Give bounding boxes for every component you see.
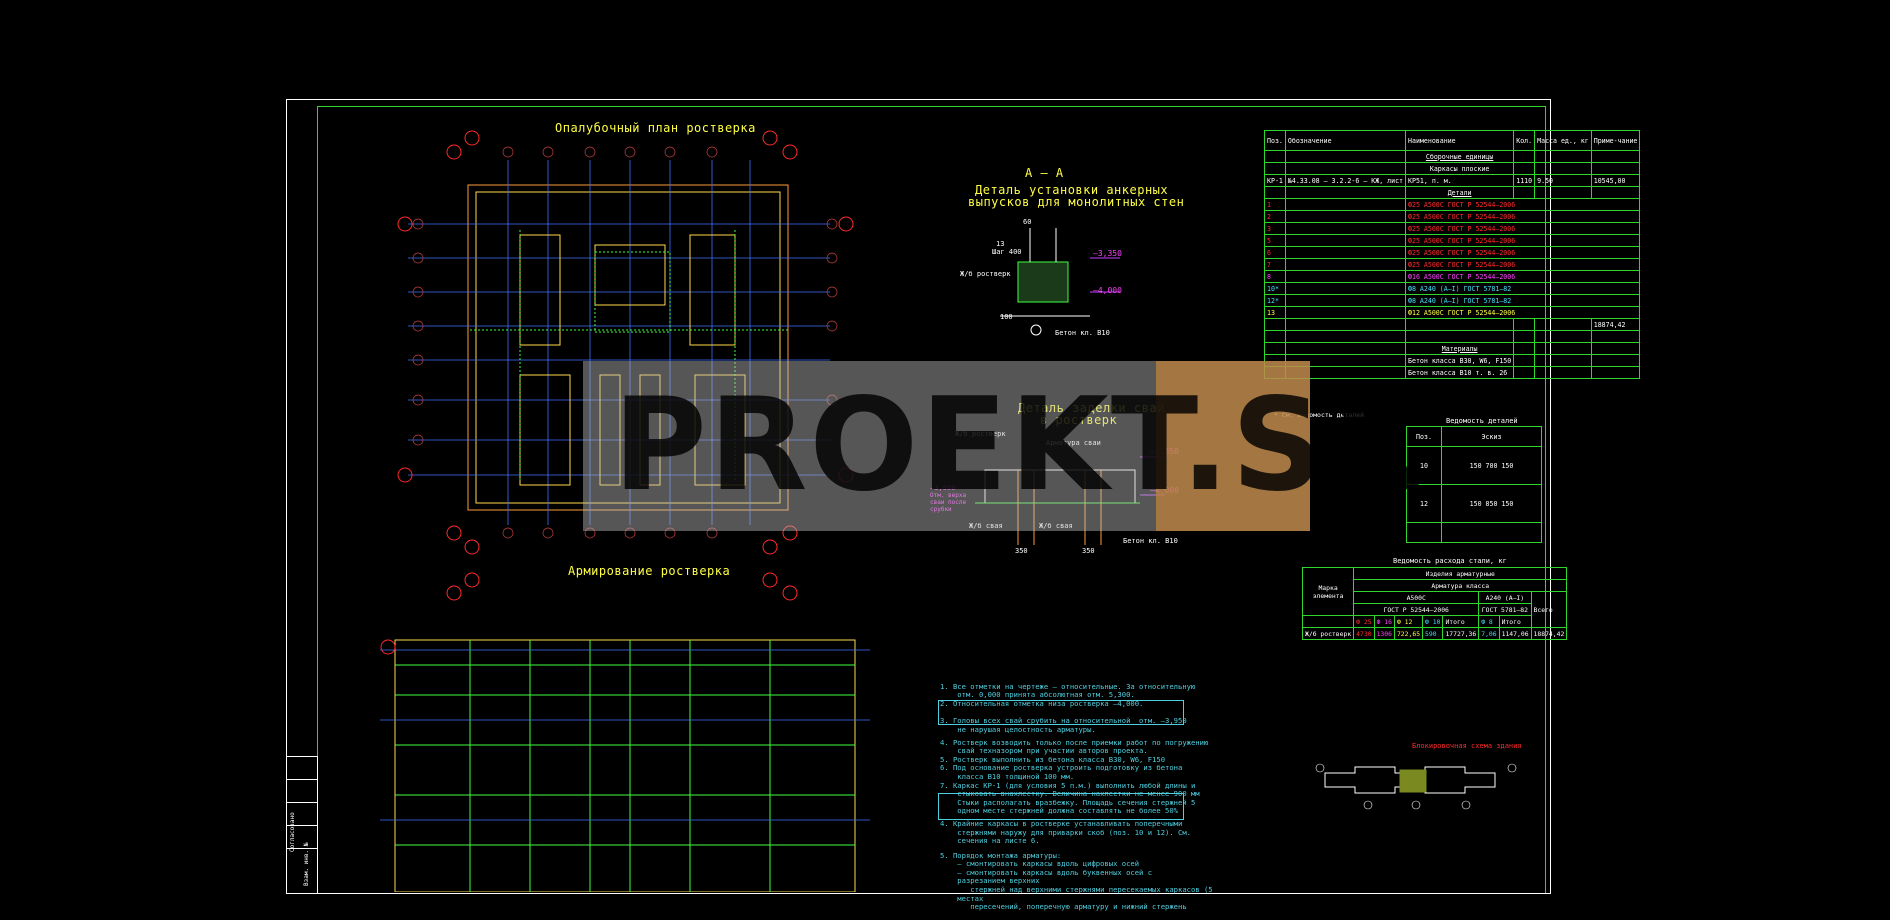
note-line: стыковать внахлестку. Величина нахлестки…	[940, 789, 1200, 799]
note-line: не нарушая целостность арматуры.	[940, 724, 1096, 734]
detail-anchor-title-1: Деталь установки анкерных	[975, 183, 1169, 197]
note-line: 5. Порядок монтажа арматуры:	[940, 850, 1062, 860]
building-scheme	[1315, 763, 1517, 810]
spec-row-kr1: КР-1 №4.33.08 – 3.2.2-6 – КЖ, лист КР51,…	[1264, 174, 1641, 187]
steel-diam-row: Ф 25 Ф 16 Ф 12 Ф 10 Итого Ф 8 Итого	[1301, 615, 1567, 628]
level-label-2: –4,000	[1093, 286, 1122, 295]
note-line: 5. Ростверк выполнить из бетона класса В…	[940, 754, 1166, 764]
note-line: пересечений, поперечную арматуру и нижни…	[940, 902, 1187, 912]
formwork-plan-title: Опалубочный план ростверка	[555, 121, 756, 135]
pile-detail	[975, 456, 1165, 545]
note-line: – смонтировать каркасы вдоль буквенных о…	[940, 867, 1153, 877]
spec-total: 18874,42	[1590, 318, 1641, 331]
spec-header-name: Наименование	[1405, 130, 1515, 151]
section-d100: 100	[1000, 313, 1013, 321]
note-line: 4. Ростверк возводить только после прием…	[940, 737, 1209, 747]
pile-label-1: Ж/б свая	[969, 522, 1003, 530]
spec-section-assembly: Сборочные единицы	[1405, 150, 1515, 163]
note-line: отм. 0,000 принята абсолютная отм. 5,300…	[940, 690, 1135, 700]
note-line: 6. Под основание ростверка устроить подг…	[940, 763, 1183, 773]
section-grillage: Ж/б ростверк	[960, 270, 1011, 278]
drawing-canvas	[380, 130, 1517, 892]
detail-pile-title-1: Деталь заделки свай	[1018, 401, 1165, 415]
details-row: 12 150 850 150	[1406, 484, 1542, 523]
note-line: 4. Крайние каркасы в ростверке устанавли…	[940, 818, 1183, 828]
note-line: стержней над верхними стержнями пересека…	[940, 885, 1213, 895]
reinforcement-plan-title: Армирование ростверка	[568, 564, 731, 578]
note-line: – смонтировать каркасы вдоль цифровых ос…	[940, 859, 1140, 869]
note-line: свай техназором при участии авторов прое…	[940, 746, 1148, 756]
pile-grillage: Ж/б ростверк	[955, 430, 1006, 438]
watermark-badge	[1156, 361, 1310, 531]
notes-block: 1. Все отметки на чертеже – относительны…	[940, 674, 1213, 920]
note-line: 3. Головы всех свай срубить на относител…	[940, 716, 1187, 726]
steel-table-title: Ведомость расхода стали, кг	[1393, 557, 1507, 565]
spec-detail-row: 10*Ф8 А240 (А–I) ГОСТ 5781–82	[1264, 282, 1641, 295]
watermark-text: PROEKT.SX	[613, 371, 1427, 520]
pile-rebar: Арматура сваи	[1046, 439, 1101, 447]
spec-header-note: Приме-чание	[1590, 130, 1641, 151]
formwork-plan	[397, 130, 854, 555]
spec-header-mass: Масса ед., кг	[1534, 130, 1592, 151]
spec-material-2: Бетон класса В10 т. в. 26	[1405, 366, 1515, 379]
spec-section-materials: Материалы	[1405, 342, 1515, 355]
section-d13: 13	[996, 240, 1005, 248]
level-label-1: –3,350	[1093, 249, 1122, 258]
spec-detail-row: 12*Ф8 А240 (А–I) ГОСТ 5781–82	[1264, 294, 1641, 307]
note-line: одном месте стержней должна составлять н…	[940, 806, 1178, 816]
spec-header-qty: Кол.	[1513, 130, 1536, 151]
details-table: Поз.Эскиз 10 150 700 150 12 150 850 150	[1406, 426, 1542, 543]
section-concrete: Бетон кл. В10	[1055, 329, 1110, 337]
spec-header-designation: Обозначение	[1284, 130, 1407, 151]
details-row: 10 150 700 150	[1406, 446, 1542, 485]
note-line: разрезанием верхних	[940, 876, 1040, 886]
drawing-frame	[317, 106, 1546, 893]
note-line: 2. Относительная отметка низа ростверка …	[940, 698, 1144, 708]
section-d60: 60	[1023, 218, 1032, 226]
section-step: Шаг 400	[992, 248, 1022, 256]
spec-footnote: * См. ведомость деталей	[1274, 411, 1365, 419]
note-box-4	[938, 793, 1184, 820]
building-scheme-title: Блокировочная схема здания	[1412, 742, 1522, 750]
note-line: 1. Все отметки на чертеже – относительны…	[940, 681, 1196, 691]
pile-d350a: 350	[1015, 547, 1028, 555]
pile-cut-note: Отм. верха сваи после срубки	[930, 492, 967, 513]
pile-concrete: Бетон кл. В10	[1123, 537, 1178, 545]
details-table-title: Ведомость деталей	[1446, 417, 1518, 425]
pile-d350b: 350	[1082, 547, 1095, 555]
note-line: 7. Каркас КР-1 (для условия 5 п.м.) выпо…	[940, 780, 1196, 790]
reinforcement-plan	[380, 572, 870, 892]
note-line: класса В10 толщиной 100 мм.	[940, 771, 1075, 781]
spec-section-frames: Каркасы плоские	[1405, 162, 1515, 175]
note-line: стержнями наружу для приварки скоб (поз.…	[940, 827, 1191, 837]
note-line: сечения на листе 6.	[940, 836, 1040, 846]
specification-table: Поз. Обозначение Наименование Кол. Масса…	[1264, 130, 1641, 379]
steel-value-row: Ж/б ростверк 4730 1306 722,65 590 17727,…	[1301, 627, 1568, 640]
spec-section-details: Детали	[1405, 186, 1515, 199]
detail-anchor-title-2: выпусков для монолитных стен	[968, 195, 1185, 209]
spec-header-pos: Поз.	[1264, 130, 1286, 151]
detail-pile-title-2: в ростверк	[1040, 413, 1118, 427]
section-aa-title: А – А	[1025, 166, 1064, 180]
watermark-overlay: PROEKT.SX	[583, 361, 1424, 531]
note-line: местах	[940, 893, 984, 903]
pile-label-2: Ж/б свая	[1039, 522, 1073, 530]
section-aa	[1000, 228, 1120, 336]
note-box-3	[938, 700, 1184, 725]
note-line: Стыки располагать вразбежку. Площадь сеч…	[940, 797, 1196, 807]
pile-cut-level: –3,950	[930, 484, 956, 492]
